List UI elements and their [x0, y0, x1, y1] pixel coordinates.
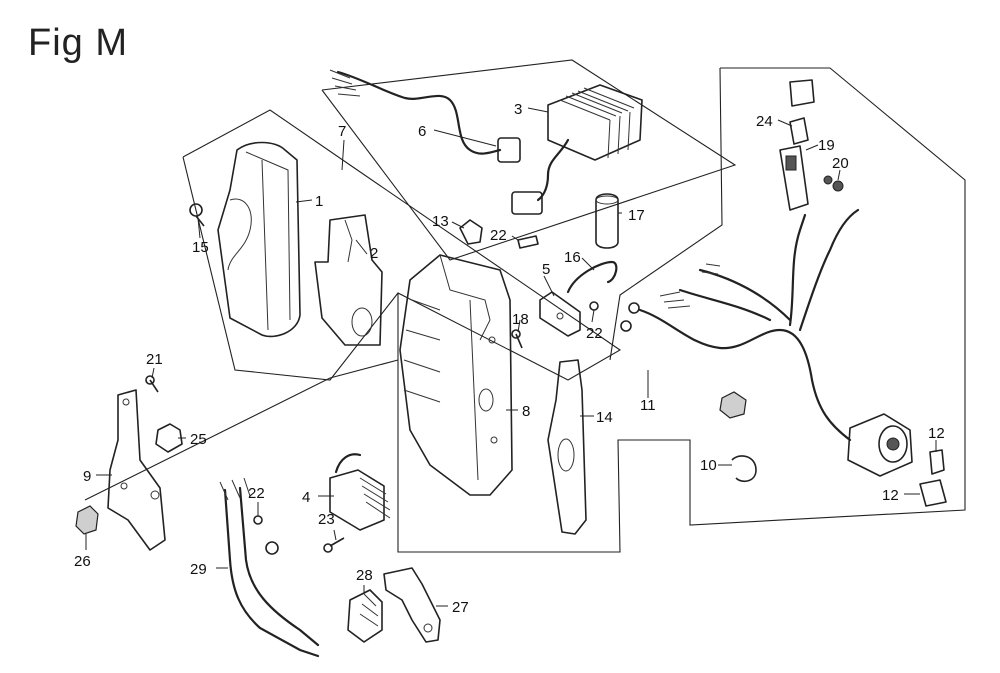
callout-24: 24: [756, 113, 773, 130]
callout-27: 27: [452, 599, 469, 616]
leader-lines: [85, 107, 937, 607]
part-6-wire-harness: [329, 69, 521, 163]
callout-28: 28: [356, 567, 373, 584]
group-frame-right: [397, 67, 966, 553]
part-5-plate: [539, 291, 581, 337]
callout-19: 19: [818, 137, 835, 154]
callout-11: 11: [640, 397, 656, 414]
screw-15: [189, 203, 205, 227]
callout-22-lower: 22: [248, 485, 265, 502]
part-14-plate: [547, 359, 587, 535]
part-16-wire: [566, 260, 618, 294]
screw-21: [145, 375, 159, 393]
callout-6: 6: [418, 123, 426, 140]
part-1-cover: [217, 141, 301, 338]
part-17-capacitor: [595, 193, 619, 249]
callout-7: 7: [338, 123, 346, 140]
part-10-clip: [731, 455, 757, 483]
part-27-bracket: [383, 567, 441, 643]
part-11-main-harness: [620, 208, 860, 442]
callout-22-upper: 22: [490, 227, 507, 244]
callout-16: 16: [564, 249, 581, 266]
part-26-grommet: [75, 505, 99, 535]
part-2-bracket: [314, 214, 383, 346]
group-frame-top: [321, 59, 737, 261]
part-4-rectifier: [329, 453, 391, 531]
callout-18: 18: [512, 311, 529, 328]
part-9-mounting-bracket: [107, 389, 166, 551]
callout-5: 5: [542, 261, 550, 278]
part-20-nut: [823, 175, 844, 192]
callout-23: 23: [318, 511, 335, 528]
callout-25: 25: [190, 431, 207, 448]
callout-10: 10: [700, 457, 717, 474]
callout-15: 15: [192, 239, 209, 256]
callout-17: 17: [628, 207, 645, 224]
part-3-regulator: [511, 84, 643, 215]
callout-labels: 1 2 3 4 5 6 7 8 9 10 11 12 12 13 14 15 1…: [74, 101, 945, 616]
callout-3: 3: [514, 101, 522, 118]
callout-14: 14: [596, 409, 613, 426]
screw-23: [323, 537, 345, 553]
callout-2: 2: [370, 245, 378, 262]
callout-29: 29: [190, 561, 207, 578]
callout-13: 13: [432, 213, 449, 230]
part-13-clip: [459, 219, 483, 245]
group-frame-bracket: [84, 359, 399, 501]
part-24-fuse-cover: [789, 79, 815, 145]
callout-12-lower: 12: [882, 487, 899, 504]
screw-22-mid: [589, 301, 599, 311]
callout-22-mid: 22: [586, 325, 603, 342]
screw-18: [511, 329, 523, 349]
callout-8: 8: [522, 403, 530, 420]
part-12-terminal-upper: [929, 449, 945, 475]
callout-4: 4: [302, 489, 310, 506]
part-28-rectifier: [347, 589, 383, 643]
callout-1: 1: [315, 193, 323, 210]
screw-22-upper: [517, 235, 539, 249]
part-12-terminal-lower: [919, 479, 947, 507]
callout-9: 9: [83, 468, 91, 485]
callout-20: 20: [832, 155, 849, 172]
part-11-solenoid: [847, 413, 913, 477]
group-frame-left: [182, 109, 622, 381]
callout-26: 26: [74, 553, 91, 570]
part-8-inverter-box: [399, 254, 513, 496]
screw-22-lower: [253, 515, 263, 525]
grommet-center: [719, 391, 747, 419]
callout-21: 21: [146, 351, 163, 368]
figure-title: Fig M: [28, 22, 128, 64]
part-25-clip: [155, 423, 183, 453]
part-19-fuse-holder: [779, 145, 809, 211]
callout-12-upper: 12: [928, 425, 945, 442]
part-29-ground-cable: [219, 477, 320, 658]
